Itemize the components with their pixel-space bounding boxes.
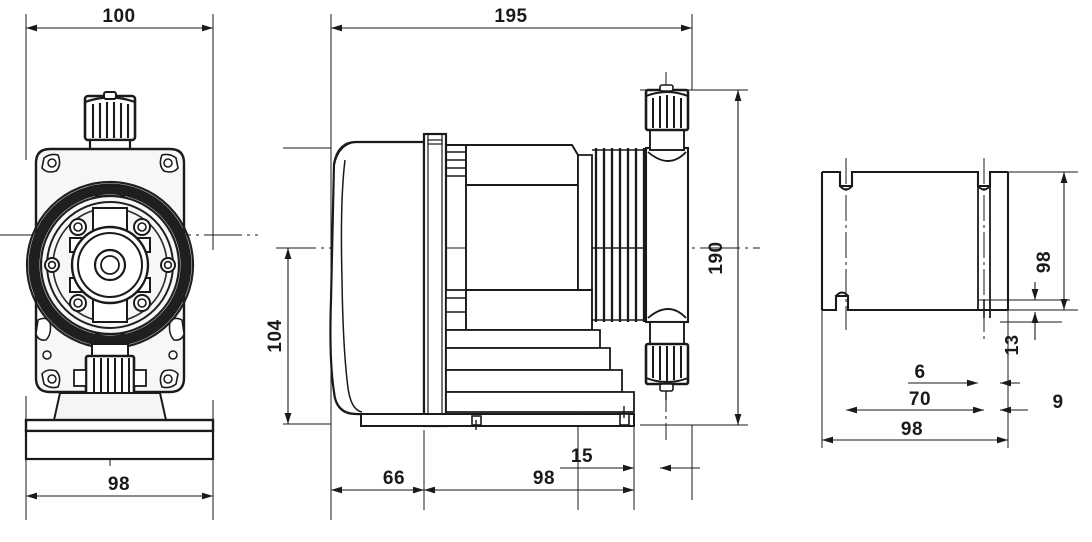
side-motor-housing [329,140,426,418]
side-flange [422,132,448,428]
dim-side-valve-offset: 15 [571,446,593,467]
dim-base-width: 98 [1034,251,1055,273]
dim-base-slot-width: 6 [914,362,925,383]
dim-front-base-width: 98 [108,474,130,495]
front-view [0,14,258,520]
side-cooling-fins [594,148,646,322]
dim-base-lip: 13 [1002,334,1022,355]
dimension-labels: 100 98 195 104 190 66 98 15 98 13 6 70 9… [102,6,1063,495]
side-view [276,14,760,520]
dim-base-depth: 98 [901,419,923,440]
dim-front-width-top: 100 [102,6,135,27]
base-plan-view [820,158,1078,448]
dim-side-valve-height: 190 [706,241,727,274]
dim-base-slot-span: 70 [909,389,931,410]
dim-side-center-height: 104 [265,319,286,352]
dim-base-edge-offset: 9 [1052,392,1063,413]
front-top-knob [83,91,137,156]
dim-side-total-length: 195 [494,6,527,27]
side-gearbox [445,144,593,331]
side-base-steps [360,329,635,430]
front-base-plate [24,392,215,461]
dim-side-motor-length: 66 [383,468,405,489]
side-valve-column [644,84,690,400]
front-hub [44,185,176,345]
dim-side-body-length: 98 [533,468,555,489]
